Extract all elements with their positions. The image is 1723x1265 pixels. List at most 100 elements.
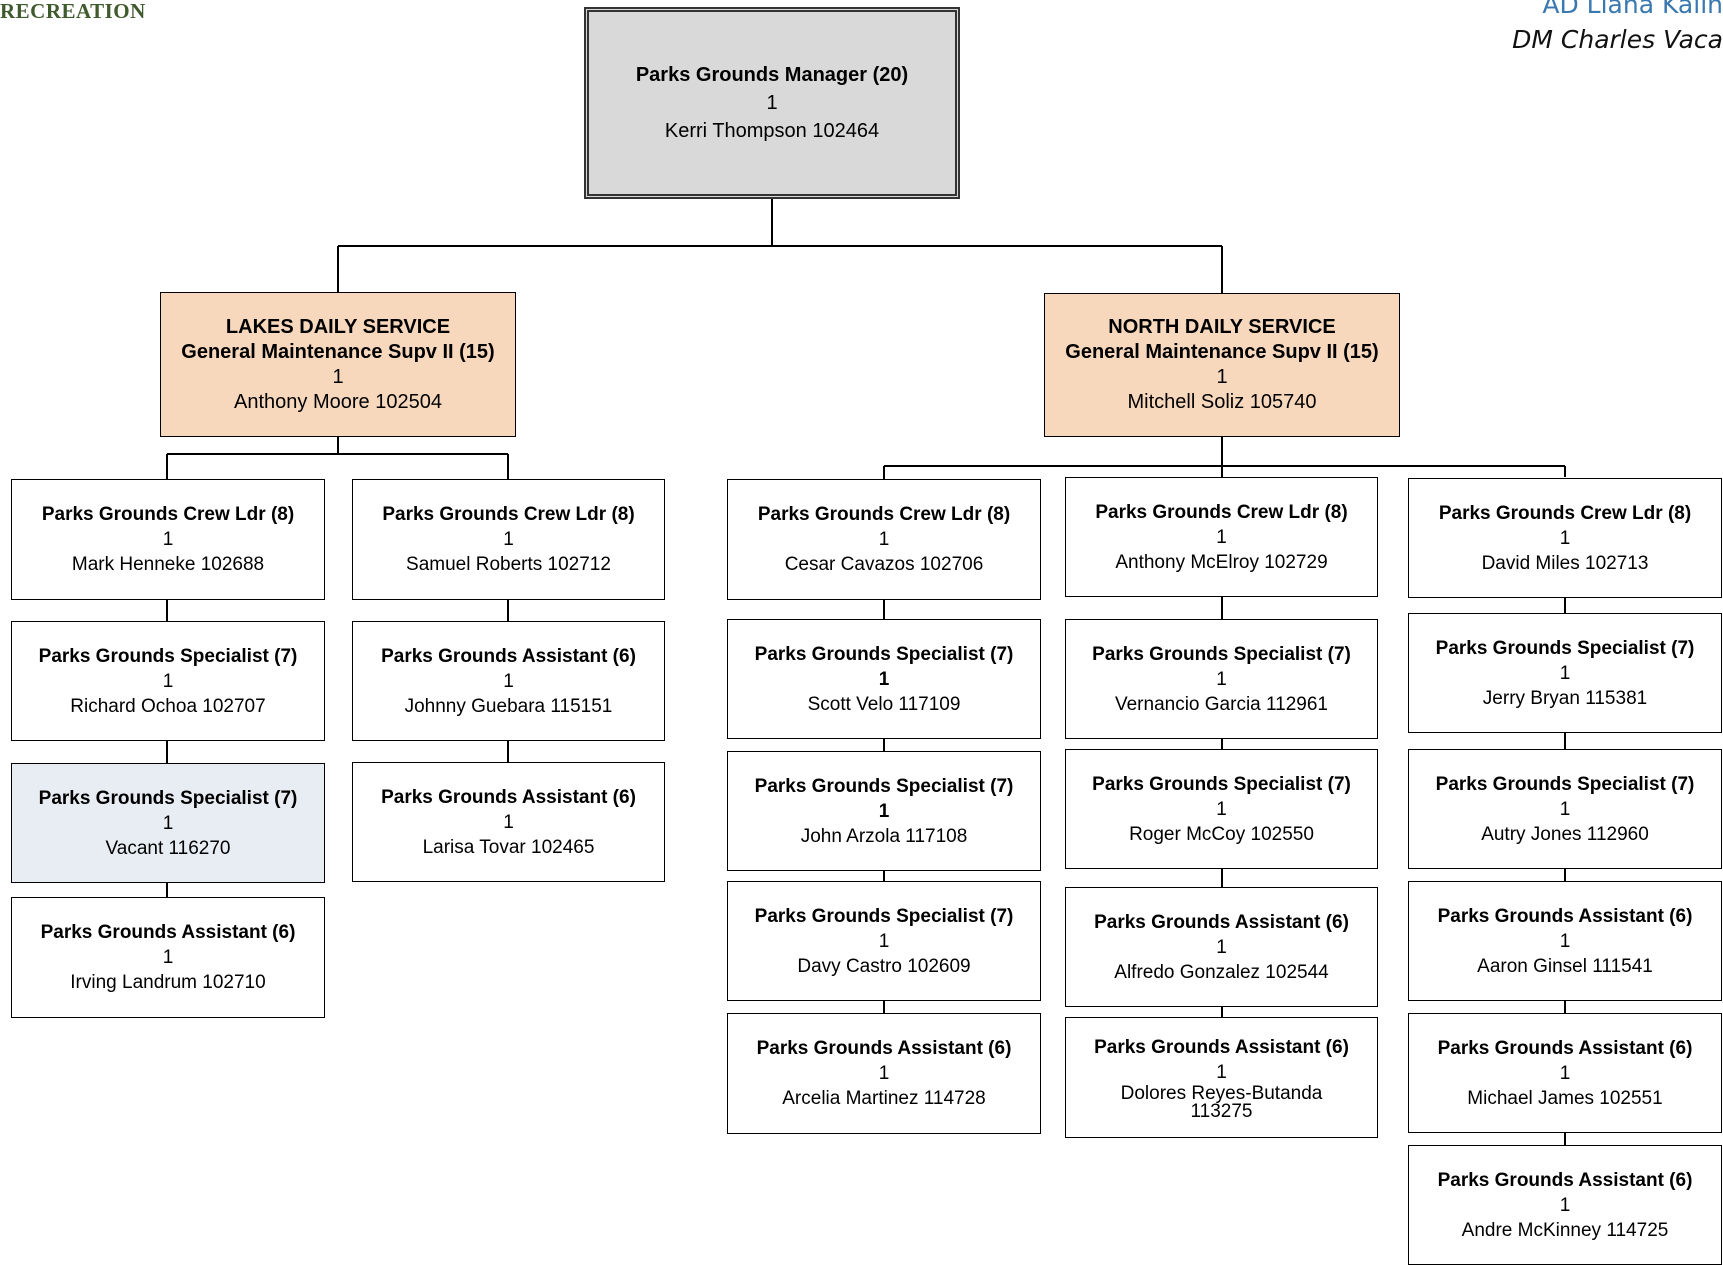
position-title: Parks Grounds Crew Ldr (8) — [1095, 501, 1348, 523]
position-count: 1 — [1559, 930, 1571, 952]
position-title: Parks Grounds Crew Ldr (8) — [382, 504, 635, 525]
position-box: Parks Grounds Assistant (6) 1 Alfredo Go… — [1065, 887, 1378, 1007]
position-count: 1 — [162, 670, 174, 692]
position-count: 1 — [1559, 1062, 1571, 1084]
employee-name: Autry Jones 112960 — [1481, 823, 1649, 845]
position-title: Parks Grounds Crew Ldr (8) — [41, 504, 295, 525]
vacant-position-box: Parks Grounds Specialist (7) 1 Vacant 11… — [11, 763, 325, 883]
employee-name: Roger McCoy 102550 — [1129, 823, 1314, 845]
north-supervisor-name: Mitchell Soliz 105740 — [1127, 391, 1317, 413]
north-supervisor-title: General Maintenance Supv II (15) — [1065, 341, 1379, 363]
lakes-supervisor-title: General Maintenance Supv II (15) — [181, 340, 495, 363]
position-box: Parks Grounds Assistant (6) 1 Larisa Tov… — [352, 762, 665, 882]
employee-name: Alfredo Gonzalez 102544 — [1114, 961, 1329, 983]
position-title: Parks Grounds Specialist (7) — [1092, 773, 1351, 795]
position-box: Parks Grounds Assistant (6) 1 Michael Ja… — [1408, 1013, 1722, 1133]
lakes-supervisor-name: Anthony Moore 102504 — [234, 390, 442, 413]
north-supervisor-count: 1 — [1216, 366, 1228, 388]
position-box: Parks Grounds Specialist (7) 1 Richard O… — [11, 621, 325, 741]
employee-name: Arcelia Martinez 114728 — [782, 1088, 986, 1109]
position-count: 1 — [1216, 668, 1227, 690]
position-title: Parks Grounds Assistant (6) — [1437, 1037, 1693, 1059]
position-count: 1 — [162, 947, 174, 968]
position-title: Parks Grounds Crew Ldr (8) — [757, 504, 1011, 525]
employee-name: Vernancio Garcia 112961 — [1114, 693, 1329, 715]
employee-name: Larisa Tovar 102465 — [422, 836, 595, 858]
manager-name: Kerri Thompson 102464 — [664, 120, 880, 142]
position-title: Parks Grounds Specialist (7) — [754, 643, 1014, 665]
employee-name: Jerry Bryan 115381 — [1482, 687, 1648, 709]
manager-title: Parks Grounds Manager (20) — [635, 64, 909, 86]
employee-name: Mark Henneke 102688 — [71, 554, 265, 575]
position-count: 1 — [162, 812, 174, 834]
manager-box: Parks Grounds Manager (20) 1 Kerri Thomp… — [584, 7, 960, 199]
lakes-supervisor-count: 1 — [332, 365, 344, 388]
position-count: 1 — [878, 529, 890, 550]
position-title: Parks Grounds Specialist (7) — [754, 905, 1014, 927]
employee-name: Andre McKinney 114725 — [1461, 1219, 1669, 1241]
position-count: 1 — [503, 529, 514, 550]
employee-name: Scott Velo 117109 — [807, 693, 961, 715]
position-count: 1 — [1216, 1061, 1227, 1083]
position-count: 1 — [878, 668, 890, 690]
position-count: 1 — [1216, 526, 1227, 548]
employee-name: Irving Landrum 102710 — [70, 972, 266, 993]
position-count: 1 — [1216, 798, 1227, 820]
position-box: Parks Grounds Assistant (6) 1 Aaron Gins… — [1408, 881, 1722, 1001]
position-title: Parks Grounds Assistant (6) — [1094, 911, 1349, 933]
position-title: Parks Grounds Assistant (6) — [40, 922, 296, 943]
north-supervisor-box: NORTH DAILY SERVICE General Maintenance … — [1044, 293, 1400, 437]
division-manager-label: DM Charles Vaca — [1512, 25, 1723, 54]
employee-name: Cesar Cavazos 102706 — [784, 554, 984, 575]
position-box: Parks Grounds Assistant (6) 1 Irving Lan… — [11, 897, 325, 1018]
employee-name: Dolores Reyes-Butanda — [1120, 1082, 1323, 1104]
position-title: Parks Grounds Specialist (7) — [38, 787, 298, 809]
position-title: Parks Grounds Specialist (7) — [38, 645, 298, 667]
position-box: Parks Grounds Crew Ldr (8) 1 Samuel Robe… — [352, 479, 665, 600]
position-title: Parks Grounds Assistant (6) — [1094, 1036, 1349, 1058]
logo: RECREATION — [0, 0, 170, 26]
position-box: Parks Grounds Specialist (7) 1 Davy Cast… — [727, 881, 1041, 1001]
employee-number: 113275 — [1190, 1100, 1253, 1122]
position-title: Parks Grounds Crew Ldr (8) — [1438, 502, 1692, 524]
position-title: Parks Grounds Assistant (6) — [381, 786, 636, 808]
assistant-director-label: AD Liana Kalin — [1542, 0, 1723, 19]
employee-name: Anthony McElroy 102729 — [1115, 551, 1328, 573]
position-box: Parks Grounds Crew Ldr (8) 1 Cesar Cavaz… — [727, 479, 1041, 600]
position-box: Parks Grounds Crew Ldr (8) 1 David Miles… — [1408, 478, 1722, 598]
position-count: 1 — [1559, 662, 1571, 684]
logo-text: RECREATION — [0, 0, 146, 23]
north-unit-label: NORTH DAILY SERVICE — [1108, 316, 1336, 338]
position-box: Parks Grounds Crew Ldr (8) 1 Anthony McE… — [1065, 477, 1378, 597]
position-title: Parks Grounds Assistant (6) — [1437, 1169, 1693, 1191]
employee-name: Samuel Roberts 102712 — [406, 554, 611, 575]
position-title: Parks Grounds Assistant (6) — [1437, 905, 1693, 927]
employee-name: Richard Ochoa 102707 — [70, 695, 266, 717]
position-box: Parks Grounds Specialist (7) 1 John Arzo… — [727, 751, 1041, 871]
position-count: 1 — [1216, 936, 1227, 958]
position-count: 1 — [1559, 798, 1571, 820]
position-count: 1 — [1559, 527, 1571, 549]
position-title: Parks Grounds Specialist (7) — [1435, 637, 1695, 659]
manager-count: 1 — [766, 92, 778, 114]
position-box: Parks Grounds Specialist (7) 1 Scott Vel… — [727, 619, 1041, 739]
lakes-supervisor-box: LAKES DAILY SERVICE General Maintenance … — [160, 292, 516, 437]
position-count: 1 — [503, 670, 514, 692]
employee-name: Aaron Ginsel 111541 — [1477, 955, 1653, 977]
position-title: Parks Grounds Specialist (7) — [1435, 773, 1695, 795]
position-box: Parks Grounds Assistant (6) 1 Dolores Re… — [1065, 1017, 1378, 1138]
employee-name: Vacant 116270 — [105, 837, 231, 859]
position-box: Parks Grounds Specialist (7) 1 Roger McC… — [1065, 749, 1378, 869]
lakes-unit-label: LAKES DAILY SERVICE — [225, 315, 451, 338]
position-box: Parks Grounds Assistant (6) 1 Arcelia Ma… — [727, 1013, 1041, 1134]
position-title: Parks Grounds Specialist (7) — [1092, 643, 1351, 665]
position-box: Parks Grounds Assistant (6) 1 Johnny Gue… — [352, 621, 665, 741]
employee-name: Michael James 102551 — [1467, 1087, 1663, 1109]
position-title: Parks Grounds Specialist (7) — [754, 775, 1014, 797]
employee-name: Johnny Guebara 115151 — [404, 695, 613, 717]
position-title: Parks Grounds Assistant (6) — [381, 645, 636, 667]
employee-name: David Miles 102713 — [1481, 552, 1649, 574]
position-count: 1 — [1559, 1194, 1571, 1216]
position-box: Parks Grounds Crew Ldr (8) 1 Mark Hennek… — [11, 479, 325, 600]
